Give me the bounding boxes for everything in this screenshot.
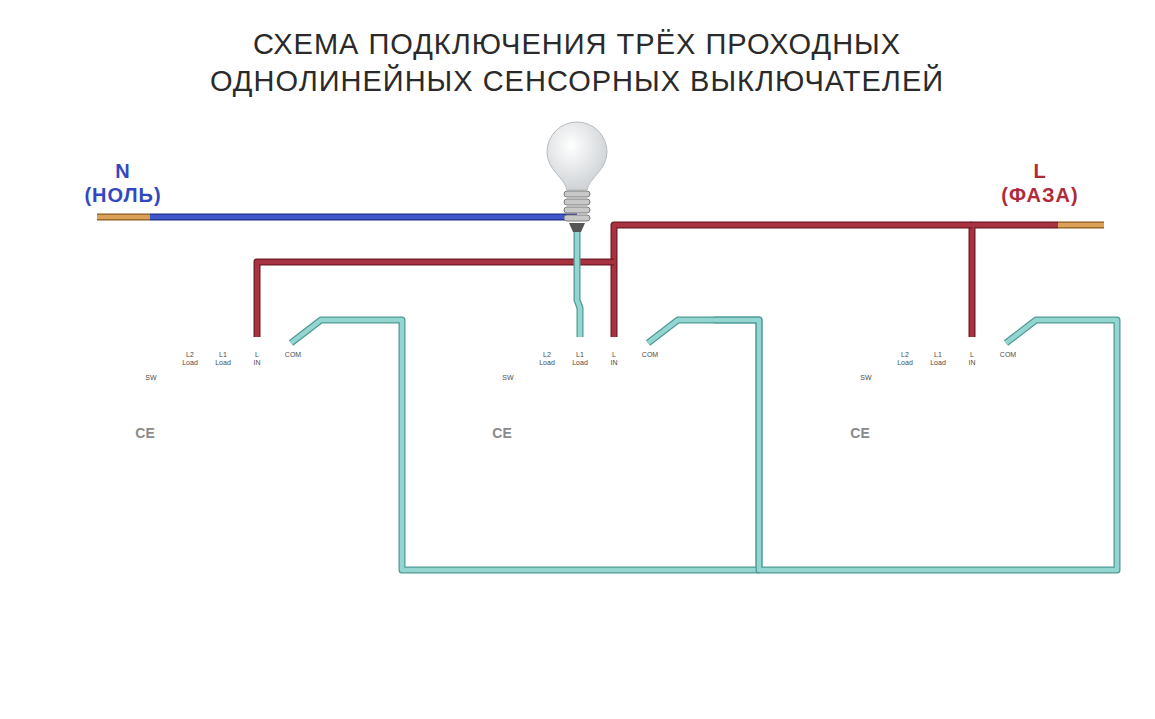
com-wire <box>648 320 714 343</box>
pin-label: IN <box>254 359 261 367</box>
cert-mark: CE <box>492 426 511 441</box>
diagram-title: СХЕМА ПОДКЛЮЧЕНИЯ ТРЁХ ПРОХОДНЫХ ОДНОЛИН… <box>167 26 987 100</box>
wire-label: N <box>115 160 130 182</box>
phase-wire-casing <box>614 225 972 337</box>
pin-label: L2 <box>543 351 551 359</box>
cert-mark: CE <box>850 426 869 441</box>
switch-illustration <box>95 278 357 540</box>
switch-plate: SWL2LoadL1LoadLINCOMCE <box>810 278 1072 540</box>
switch-plate: SWL2LoadL1LoadLINCOMCE <box>452 278 714 540</box>
pin-label: Load <box>930 359 946 367</box>
pin-label: Load <box>572 359 588 367</box>
com-wire <box>291 320 357 343</box>
wire-label: L <box>1033 160 1046 182</box>
switch-illustration <box>452 278 714 540</box>
pin-label: Load <box>215 359 231 367</box>
neutral-wire-casing <box>150 214 577 221</box>
lamp <box>547 122 607 232</box>
traveller-wire <box>714 320 1117 570</box>
com-wire-casing <box>291 320 357 343</box>
pin-label: SW <box>502 374 513 382</box>
pin-label: Load <box>897 359 913 367</box>
switch-illustration <box>810 278 1072 540</box>
lamp-wire-casing <box>577 232 580 337</box>
pin-label: L1 <box>934 351 942 359</box>
neutral-wire <box>150 215 577 220</box>
switch-plate: SWL2LoadL1LoadLINCOMCE <box>95 278 357 540</box>
com-wire <box>1006 320 1072 343</box>
pin-label: L2 <box>186 351 194 359</box>
traveller-group <box>714 320 1117 570</box>
lamp-wire <box>577 232 580 337</box>
pin-label: L2 <box>901 351 909 359</box>
pin-label: SW <box>860 374 871 382</box>
phase-wire <box>614 225 972 337</box>
pin-label: Load <box>182 359 198 367</box>
traveller-casing <box>714 320 1117 570</box>
neutral-wire-end <box>97 215 150 220</box>
pin-label: SW <box>145 374 156 382</box>
pin-label: L <box>612 351 616 359</box>
phase-wire-end-casing <box>1058 222 1104 229</box>
pin-label: L1 <box>576 351 584 359</box>
neutral-wire-end-casing <box>97 214 150 221</box>
traveller-wire <box>357 320 759 570</box>
pin-label: L1 <box>219 351 227 359</box>
traveller-group <box>357 320 759 570</box>
com-wire-casing <box>1006 320 1072 343</box>
pin-label: COM <box>285 351 301 359</box>
wire-label: (ФАЗА) <box>1001 184 1078 206</box>
pin-label: COM <box>642 351 658 359</box>
com-wire-casing <box>648 320 714 343</box>
wire-label: (НОЛЬ) <box>84 184 161 206</box>
traveller-casing <box>357 320 759 570</box>
pin-label: IN <box>969 359 976 367</box>
pin-label: Load <box>539 359 555 367</box>
pin-label: IN <box>611 359 618 367</box>
pin-label: L <box>255 351 259 359</box>
phase-wire-end <box>1058 223 1104 228</box>
pin-label: L <box>970 351 974 359</box>
cert-mark: CE <box>135 426 154 441</box>
pin-label: COM <box>1000 351 1016 359</box>
